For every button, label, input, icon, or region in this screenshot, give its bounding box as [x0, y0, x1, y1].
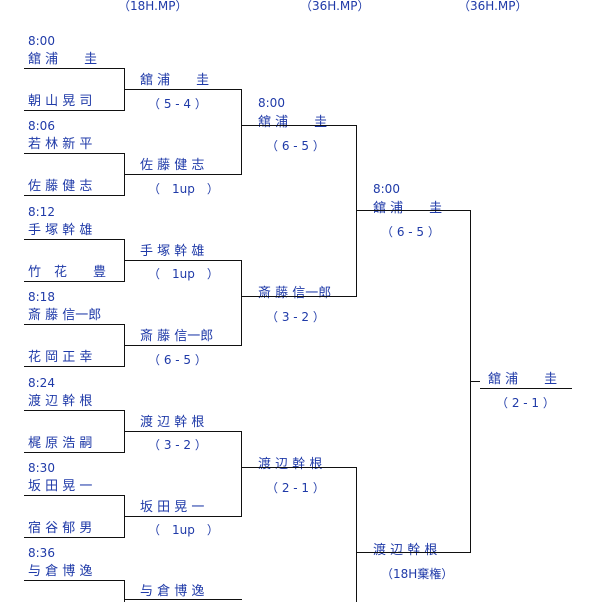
header-round2: （36H.MP） [300, 0, 370, 13]
match-time: 8:00 [28, 34, 55, 48]
bracket-line [24, 410, 125, 411]
bracket-line [241, 431, 242, 516]
bracket-line [24, 452, 125, 453]
bracket-line [251, 467, 357, 468]
round2-winner: 手 塚 幹 雄 [140, 244, 205, 259]
player-name: 梶 原 浩 嗣 [28, 436, 93, 451]
header-round1: （18H.MP） [118, 0, 188, 13]
round4-winner: 舘 浦 圭 [373, 201, 443, 216]
bracket-line [24, 68, 125, 69]
match-score: （ 3 - 2 ） [266, 310, 325, 324]
match-score: （ 6 - 5 ） [148, 353, 207, 367]
match-time: 8:06 [28, 119, 55, 133]
bracket-line [241, 296, 251, 297]
match-score: （ 1up ） [148, 523, 219, 537]
bracket-line [24, 580, 125, 581]
player-name: 竹 花 豊 [28, 265, 107, 280]
champion-name: 舘 浦 圭 [488, 372, 558, 387]
match-time: 8:00 [258, 96, 285, 110]
bracket-line [241, 125, 251, 126]
bracket-line [124, 345, 134, 346]
match-time: 8:36 [28, 546, 55, 560]
match-score: （ 5 - 4 ） [148, 97, 207, 111]
round2-winner: 舘 浦 圭 [140, 73, 210, 88]
bracket-line [356, 467, 357, 602]
player-name: 宿 谷 郁 男 [28, 521, 93, 536]
player-name: 花 岡 正 幸 [28, 350, 93, 365]
round3-winner: 渡 辺 幹 根 [258, 457, 323, 472]
bracket-line [24, 495, 125, 496]
bracket-line [134, 516, 242, 517]
bracket-line [24, 366, 125, 367]
bracket-line [356, 210, 366, 211]
bracket-line [241, 89, 242, 174]
bracket-line [241, 467, 251, 468]
bracket-line [134, 345, 242, 346]
match-time: 8:30 [28, 461, 55, 475]
match-score: （ 1up ） [148, 267, 219, 281]
bracket-line [241, 260, 242, 345]
bracket-line [24, 324, 125, 325]
bracket-line [24, 110, 125, 111]
round2-winner: 斎 藤 信一郎 [140, 329, 214, 344]
player-name: 与 倉 博 逸 [28, 564, 93, 579]
player-name: 舘 浦 圭 [28, 52, 98, 67]
round4-winner: 渡 辺 幹 根 [373, 543, 438, 558]
match-time: 8:12 [28, 205, 55, 219]
bracket-line [24, 281, 125, 282]
bracket-line [124, 516, 134, 517]
bracket-line [356, 552, 366, 553]
bracket-line [24, 195, 125, 196]
bracket-line [134, 89, 242, 90]
bracket-line [134, 431, 242, 432]
bracket-line [24, 153, 125, 154]
bracket-line [24, 239, 125, 240]
player-name: 佐 藤 健 志 [28, 179, 93, 194]
match-time: 8:18 [28, 290, 55, 304]
round2-winner: 坂 田 晃 一 [140, 500, 205, 515]
bracket-line [480, 388, 572, 389]
match-score: （ 2 - 1 ） [266, 481, 325, 495]
final-score: （ 2 - 1 ） [496, 396, 555, 410]
match-score: （ 1up ） [148, 182, 219, 196]
bracket-line [470, 381, 480, 382]
bracket-line [124, 580, 125, 602]
bracket-line [24, 537, 125, 538]
player-name: 手 塚 幹 雄 [28, 223, 93, 238]
player-name: 朝 山 晃 司 [28, 94, 93, 109]
match-score: （18H棄権） [381, 567, 454, 581]
bracket-line [366, 210, 471, 211]
header-round3: （36H.MP） [458, 0, 528, 13]
round3-winner: 斎 藤 信一郎 [258, 286, 332, 301]
match-score: （ 6 - 5 ） [381, 225, 440, 239]
match-score: （ 3 - 2 ） [148, 438, 207, 452]
bracket-line [134, 174, 242, 175]
round2-winner: 渡 辺 幹 根 [140, 415, 205, 430]
bracket-line [366, 552, 471, 553]
match-time: 8:24 [28, 376, 55, 390]
round2-winner: 佐 藤 健 志 [140, 158, 205, 173]
bracket-line [124, 89, 134, 90]
bracket-line [124, 174, 134, 175]
round2-winner: 与 倉 博 逸 [140, 584, 205, 599]
bracket-line [124, 260, 134, 261]
match-score: （ 6 - 5 ） [266, 139, 325, 153]
player-name: 渡 辺 幹 根 [28, 394, 93, 409]
bracket-line [251, 296, 357, 297]
round3-winner: 舘 浦 圭 [258, 115, 328, 130]
player-name: 若 林 新 平 [28, 137, 93, 152]
bracket-line [251, 125, 357, 126]
player-name: 斎 藤 信一郎 [28, 308, 102, 323]
bracket-line [134, 260, 242, 261]
player-name: 坂 田 晃 一 [28, 479, 93, 494]
match-time: 8:00 [373, 182, 400, 196]
bracket-line [124, 431, 134, 432]
